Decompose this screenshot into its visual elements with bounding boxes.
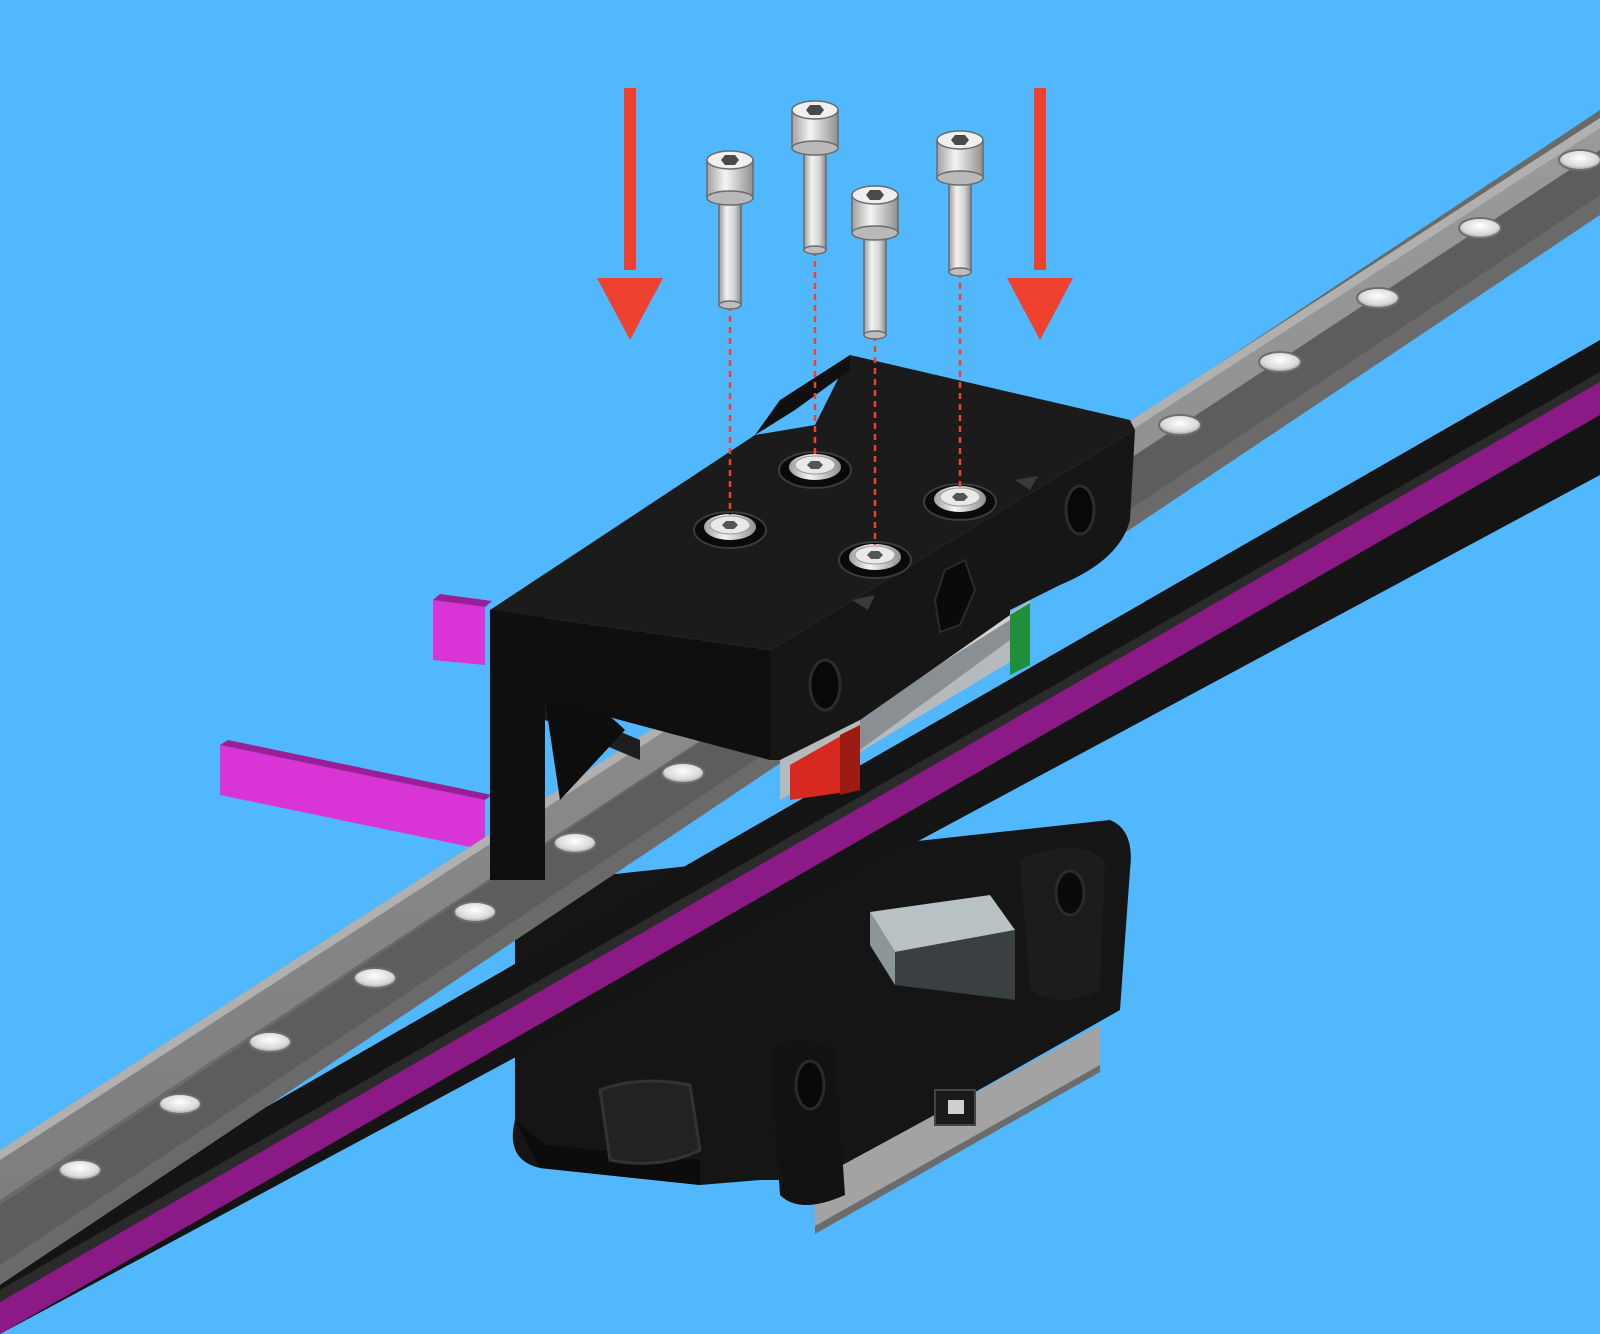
rail-hole-icon (661, 762, 705, 784)
rail-holes (58, 149, 1600, 1181)
rail-hole-icon (1356, 287, 1400, 309)
bolt-hole-icon (794, 1059, 826, 1111)
socket-head-bolt-icon (693, 511, 767, 549)
socket-head-bolt-icon (923, 483, 997, 521)
socket-head-bolt-icon (936, 130, 984, 277)
alignment-guide-lines (728, 250, 962, 545)
rail-hole-icon (453, 901, 497, 923)
rail-hole-icon (1158, 414, 1202, 436)
direction-arrows (597, 88, 1073, 340)
rail-hole-icon (158, 1093, 202, 1115)
socket-head-bolt-icon (851, 185, 899, 340)
socket-head-bolt-icon (791, 100, 839, 255)
bolt-hole-icon (1064, 484, 1096, 536)
purple-rods (220, 594, 492, 850)
bolt-hole-icon (1054, 869, 1086, 917)
rail-hole-icon (553, 832, 597, 854)
bolt-hole-icon (808, 658, 842, 712)
rail-hole-icon (1258, 351, 1302, 373)
socket-head-bolt-icon (838, 541, 912, 579)
carriage-endcap-green (1010, 603, 1030, 675)
socket-head-bolt-icon (706, 150, 754, 310)
rail-hole-icon (58, 1159, 102, 1181)
hex-nut-recess (933, 558, 977, 634)
loose-bolts (706, 100, 984, 340)
down-arrow-icon (1007, 88, 1073, 340)
socket-head-bolt-icon (778, 451, 852, 489)
down-arrow-icon (597, 88, 663, 340)
installed-bolt-heads (693, 451, 997, 579)
rail-hole-icon (1558, 149, 1600, 171)
sensor-plate (870, 895, 1015, 952)
rail-hole-icon (1458, 217, 1502, 239)
rail-hole-icon (353, 967, 397, 989)
rail-hole-icon (248, 1031, 292, 1053)
aluminum-extrusion (0, 340, 1600, 1334)
upper-bracket (490, 355, 1135, 880)
